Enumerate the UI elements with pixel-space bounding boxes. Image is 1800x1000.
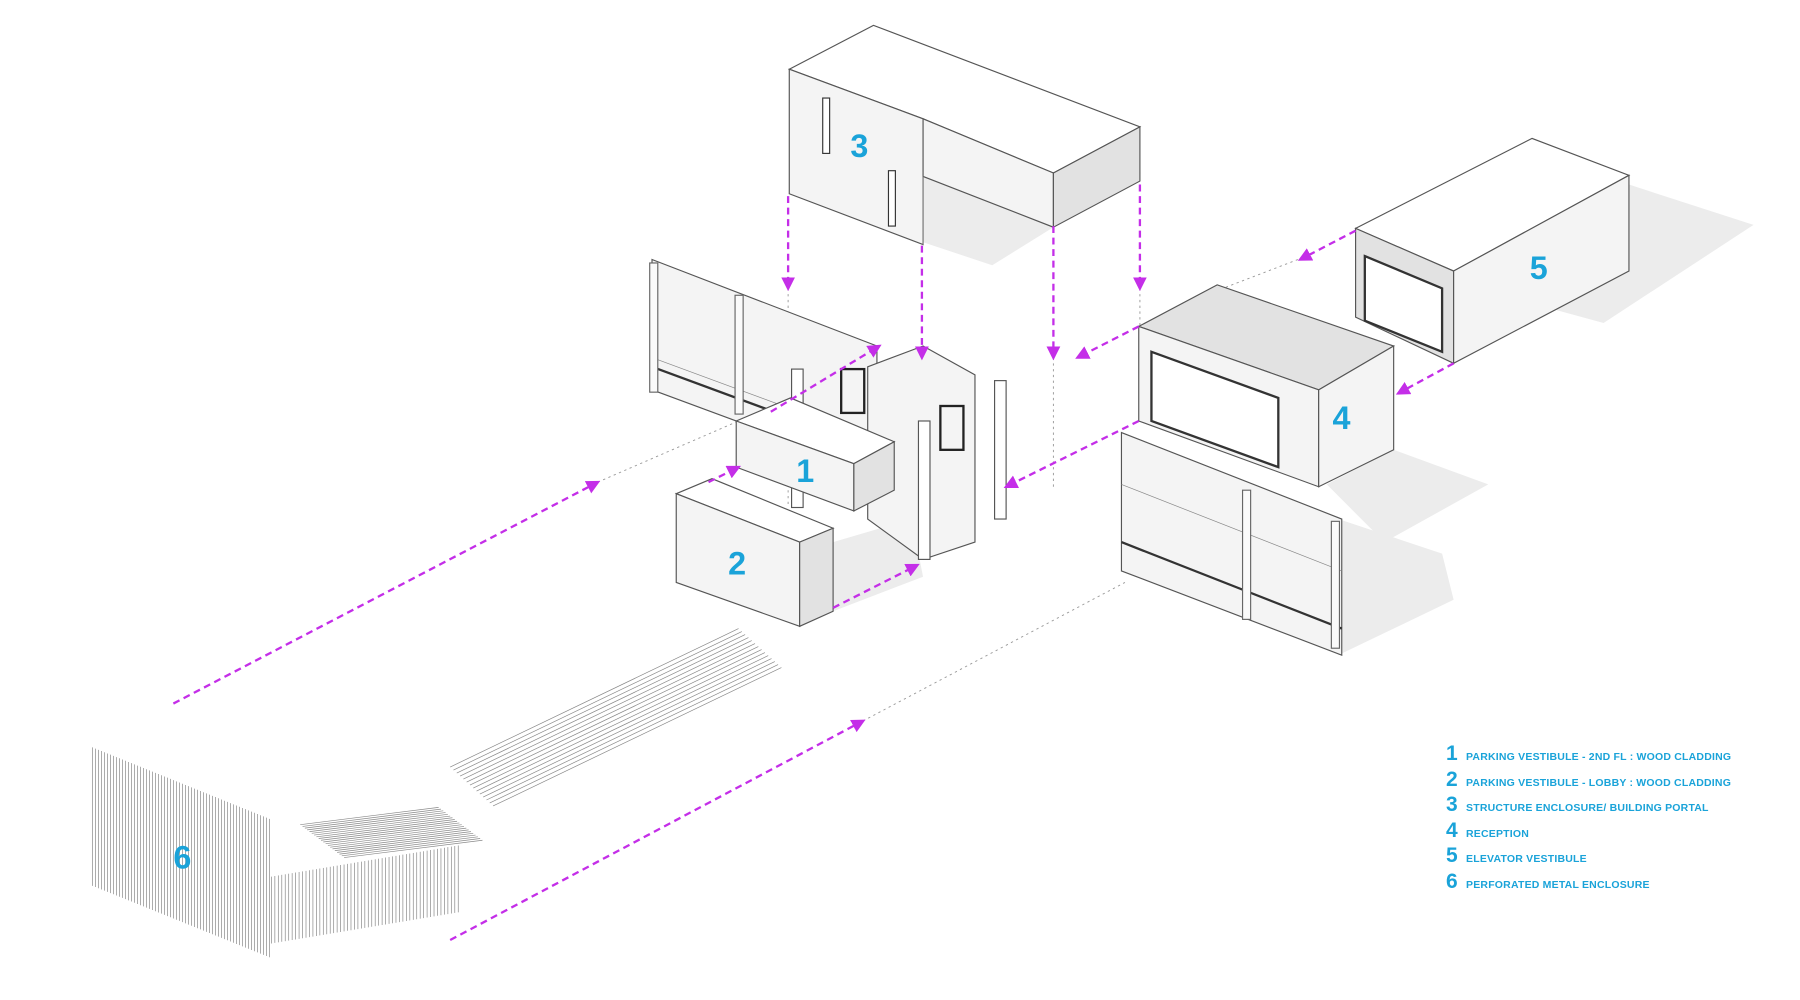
legend-text: PARKING VESTIBULE - 2ND FL : WOOD CLADDI… [1466,751,1732,763]
label-1: 1 [796,453,814,489]
label-3: 3 [850,128,868,164]
legend: 1 PARKING VESTIBULE - 2ND FL : WOOD CLADD… [1446,742,1731,895]
label-5: 5 [1530,250,1548,286]
movement-arrows [172,184,1455,942]
legend-text: PARKING VESTIBULE - LOBBY : WOOD CLADDIN… [1466,776,1732,789]
legend-number: 6 [1446,869,1458,893]
legend-item: 5 ELEVATOR VESTIBULE [1446,844,1731,870]
legend-number: 3 [1446,793,1458,816]
legend-item: 3 STRUCTURE ENCLOSURE/ BUILDING PORTAL [1446,793,1731,819]
legend-text: RECEPTION [1466,827,1530,840]
parking-vestibule-lobby-box: 2 [674,478,835,628]
legend-number: 4 [1446,818,1458,842]
elevator-vestibule-box: 5 [1354,137,1631,365]
legend-item: 2 PARKING VESTIBULE - LOBBY : WOOD CLADDI… [1446,768,1731,794]
slat-grating [450,628,782,807]
legend-number: 2 [1446,767,1458,791]
label-2: 2 [728,545,746,581]
perforated-metal-enclosure [92,747,483,958]
label-6: 6 [173,840,191,876]
legend-item: 4 RECEPTION [1446,819,1731,845]
legend-text: PERFORATED METAL ENCLOSURE [1466,878,1650,891]
label-4: 4 [1333,400,1351,436]
legend-item: 6 PERFORATED METAL ENCLOSURE [1446,870,1731,896]
reception-box: 4 [1137,284,1396,488]
legend-number: 5 [1446,844,1458,867]
legend-text: ELEVATOR VESTIBULE [1466,853,1587,865]
structure-enclosure-portal: 3 [787,24,1142,246]
right-facade-wall [1120,431,1343,656]
legend-text: STRUCTURE ENCLOSURE/ BUILDING PORTAL [1466,802,1709,814]
legend-number: 1 [1446,742,1458,765]
legend-item: 1 PARKING VESTIBULE - 2ND FL : WOOD CLADD… [1446,742,1731,768]
parking-vestibule-2nd-fl-box: 1 [734,397,896,512]
